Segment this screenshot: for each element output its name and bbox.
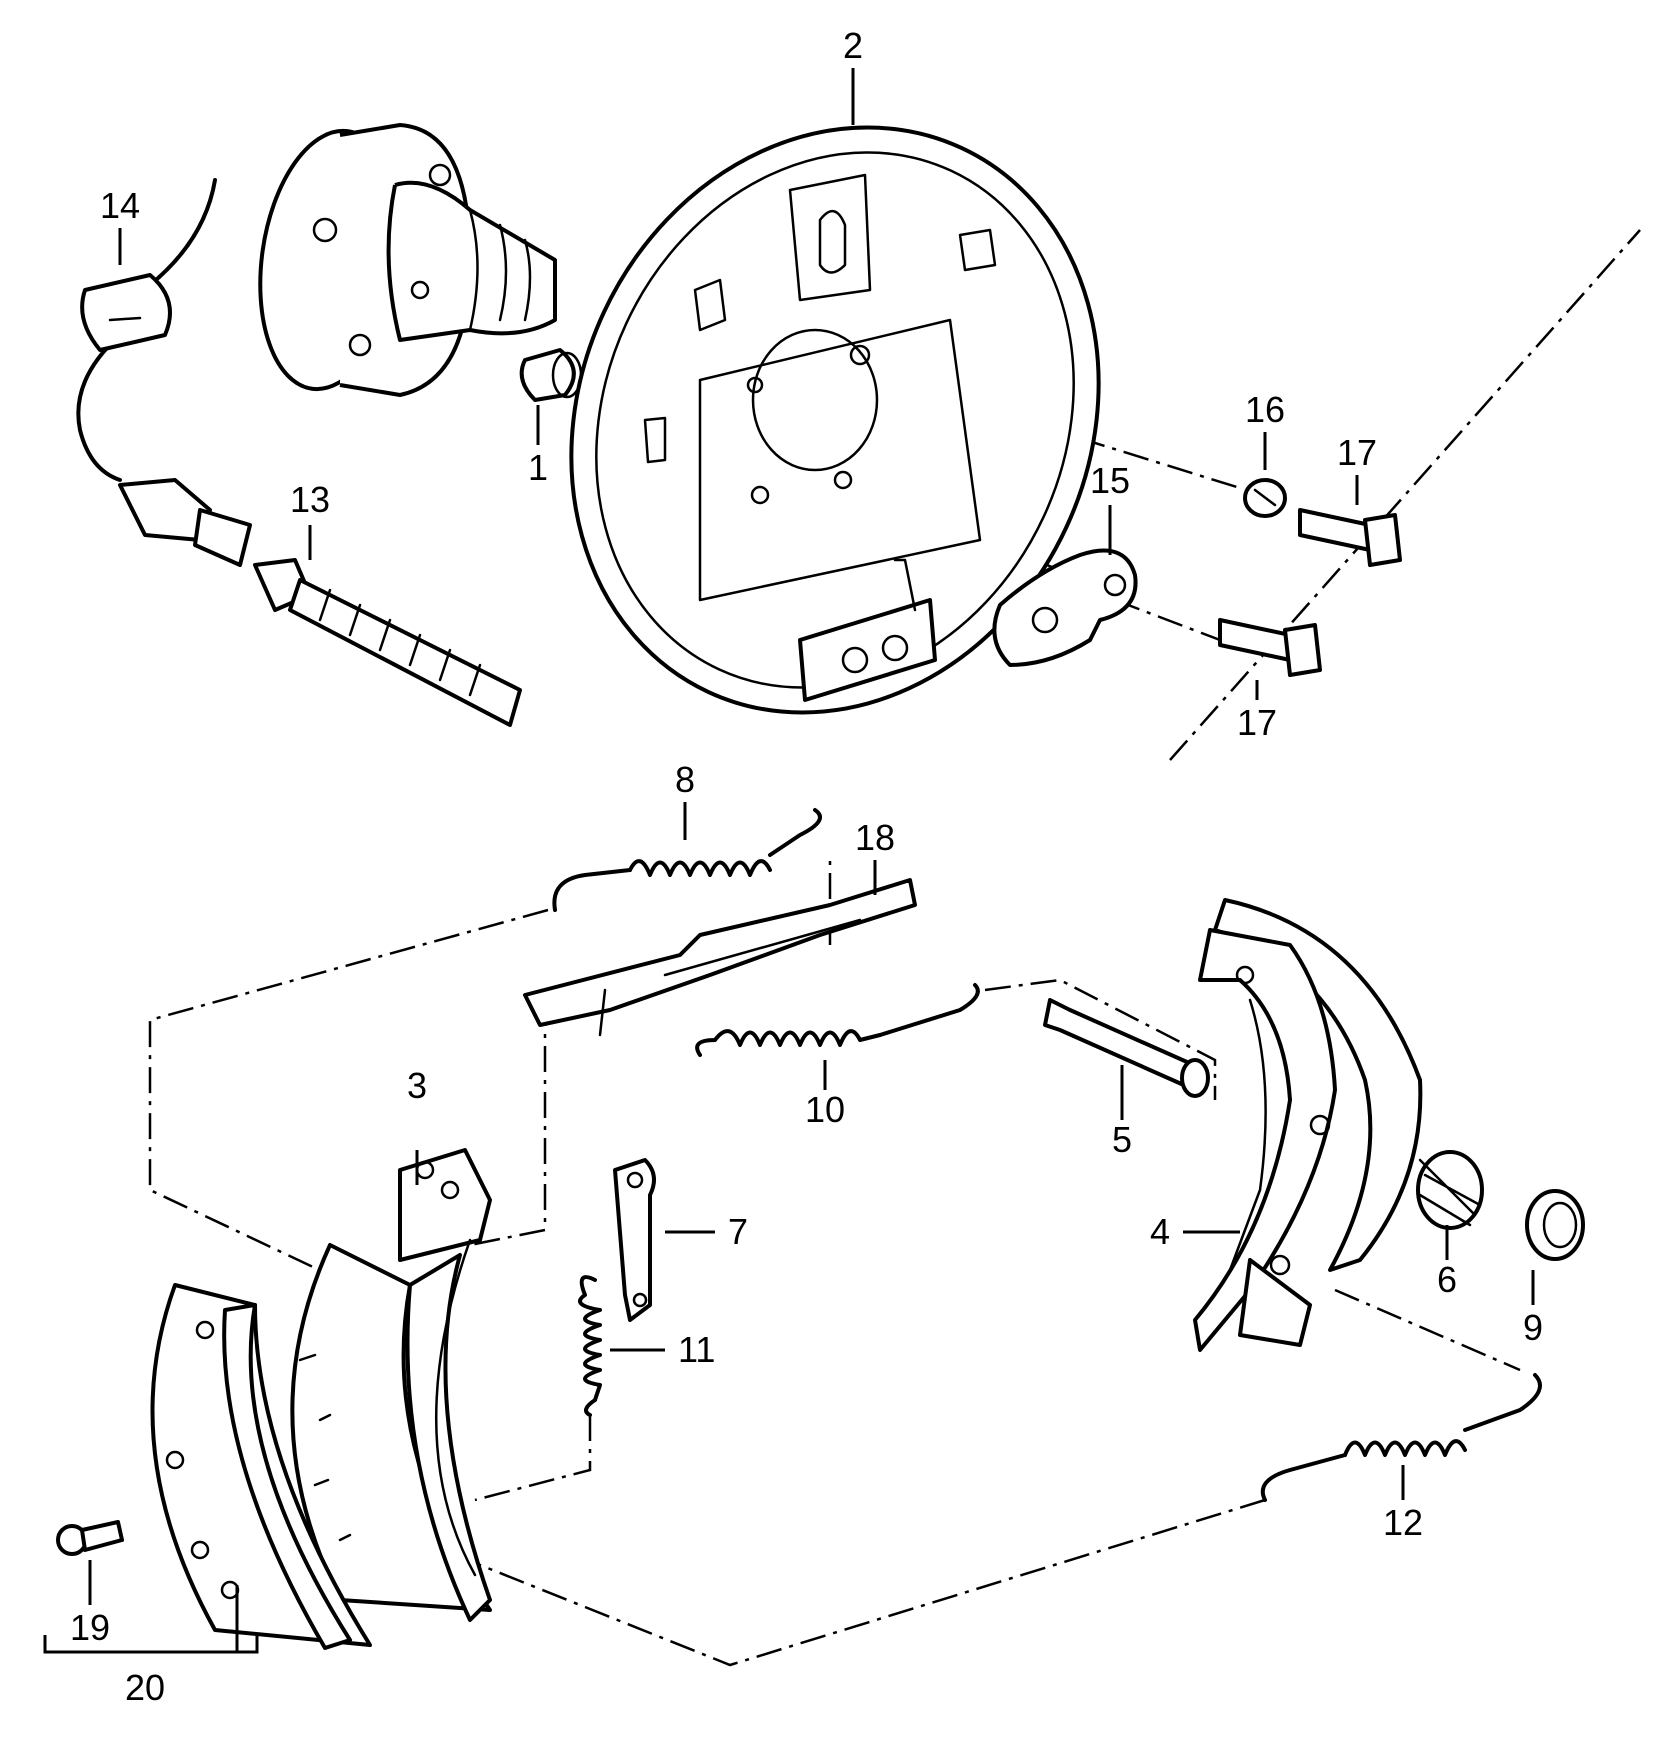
callout-2: 2 [843, 25, 863, 66]
part-20-brake-lining [150, 1283, 372, 1650]
part-4-brake-shoe [1193, 898, 1423, 1352]
part-6-spring [1416, 1150, 1484, 1230]
part-11-spring [578, 1275, 602, 1417]
callout-16: 16 [1245, 389, 1285, 430]
part-17-bolt-upper [1298, 508, 1402, 567]
part-12-spring [1260, 1373, 1542, 1502]
part-17-bolt-lower [1218, 618, 1322, 677]
part-18-strut [523, 878, 917, 1037]
callout-6: 6 [1437, 1259, 1457, 1300]
callout-3: 3 [407, 1065, 427, 1106]
callout-10: 10 [805, 1089, 845, 1130]
callout-4: 4 [1150, 1211, 1170, 1252]
part-7-lever [613, 1158, 656, 1322]
part-15-plate [992, 548, 1138, 667]
part-1-grommet [519, 348, 583, 402]
leader-lines [43, 68, 1535, 1654]
part-2-backing-plate [569, 125, 1101, 715]
part-19-rivet [56, 1520, 124, 1556]
callout-12: 12 [1383, 1502, 1423, 1543]
part-16-lock-washer [1243, 478, 1287, 518]
callout-13: 13 [290, 479, 330, 520]
part-14-cable-grommet [76, 178, 217, 482]
callout-9: 9 [1523, 1307, 1543, 1348]
callout-17-upper: 17 [1337, 432, 1377, 473]
part-5-pin [1043, 998, 1210, 1098]
callout-8: 8 [675, 759, 695, 800]
part-10-spring [695, 983, 980, 1057]
callout-15: 15 [1090, 460, 1130, 501]
part-3-brake-shoe [290, 1148, 492, 1622]
part-13-adjuster-screw [118, 478, 522, 727]
callout-1: 1 [528, 447, 548, 488]
part-9-cap [1525, 1189, 1585, 1261]
wheel-hub [258, 123, 557, 397]
callout-5: 5 [1112, 1119, 1132, 1160]
callout-7: 7 [728, 1211, 748, 1252]
callout-20: 20 [125, 1667, 165, 1708]
callout-14: 14 [100, 185, 140, 226]
callout-18: 18 [855, 817, 895, 858]
callout-11: 11 [678, 1329, 715, 1370]
part-8-spring [552, 808, 822, 912]
callout-19: 19 [70, 1607, 110, 1648]
callout-labels: 1 2 3 4 5 6 7 8 9 10 11 12 13 14 15 16 1… [70, 25, 1543, 1708]
callout-17-lower: 17 [1237, 702, 1277, 743]
